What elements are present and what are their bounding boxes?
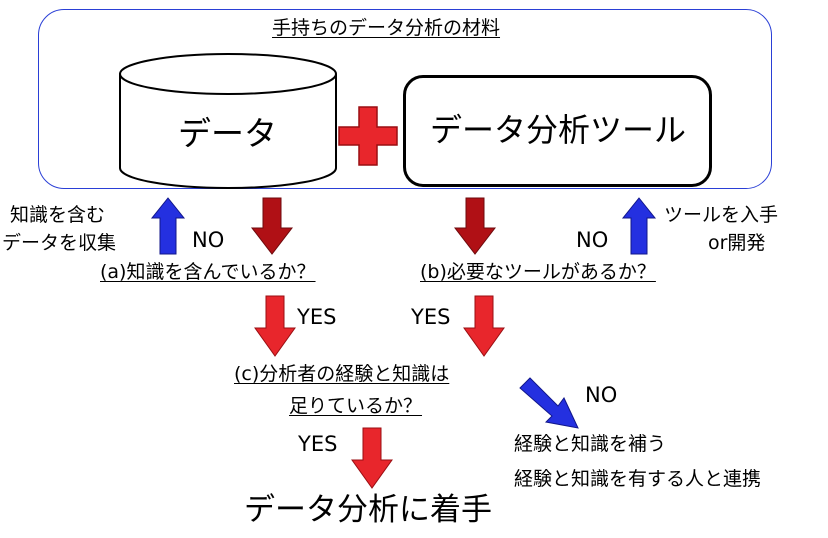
no-label-a: NO [192, 228, 225, 252]
yes-label-c: YES [298, 432, 338, 456]
dark-red-down-arrow-a-icon [250, 197, 294, 255]
data-cylinder-icon [119, 53, 337, 189]
no-label-c: NO [585, 383, 618, 407]
yes-label-a: YES [297, 305, 337, 329]
question-c-line1: (c)分析者の経験と知識は [234, 363, 450, 385]
final-step: データ分析に着手 [244, 492, 492, 528]
no-label-b: NO [576, 228, 609, 252]
blue-diagonal-arrow-icon [519, 377, 579, 429]
question-b: (b)必要なツールがあるか？ [420, 261, 656, 283]
blue-up-arrow-left-icon [150, 197, 186, 255]
red-down-arrow-yes-a-icon [254, 295, 296, 357]
materials-container [38, 9, 772, 189]
collect-data-text-line1: 知識を含む [10, 204, 106, 226]
yes-label-b: YES [411, 305, 451, 329]
red-down-arrow-yes-c-icon [351, 427, 393, 489]
collect-data-text-line2: データを収集 [2, 232, 117, 254]
remedy-line1: 経験と知識を補う [514, 433, 667, 455]
analysis-tool-label: データ分析ツール [430, 111, 687, 149]
plus-icon [338, 106, 398, 166]
red-down-arrow-yes-b-icon [463, 295, 505, 357]
get-tool-text-line1: ツールを入手 [664, 204, 779, 226]
question-c-line2: 足りているか？ [289, 395, 423, 417]
data-cylinder-label: データ [178, 114, 277, 153]
get-tool-text-line2: or開発 [708, 232, 766, 254]
analysis-tool-box [403, 75, 712, 187]
blue-up-arrow-right-icon [621, 197, 657, 255]
dark-red-down-arrow-b-icon [453, 197, 497, 255]
materials-title: 手持ちのデータ分析の材料 [272, 17, 501, 39]
question-a: (a)知識を含んでいるか？ [100, 261, 316, 283]
remedy-line2: 経験と知識を有する人と連携 [514, 468, 762, 490]
